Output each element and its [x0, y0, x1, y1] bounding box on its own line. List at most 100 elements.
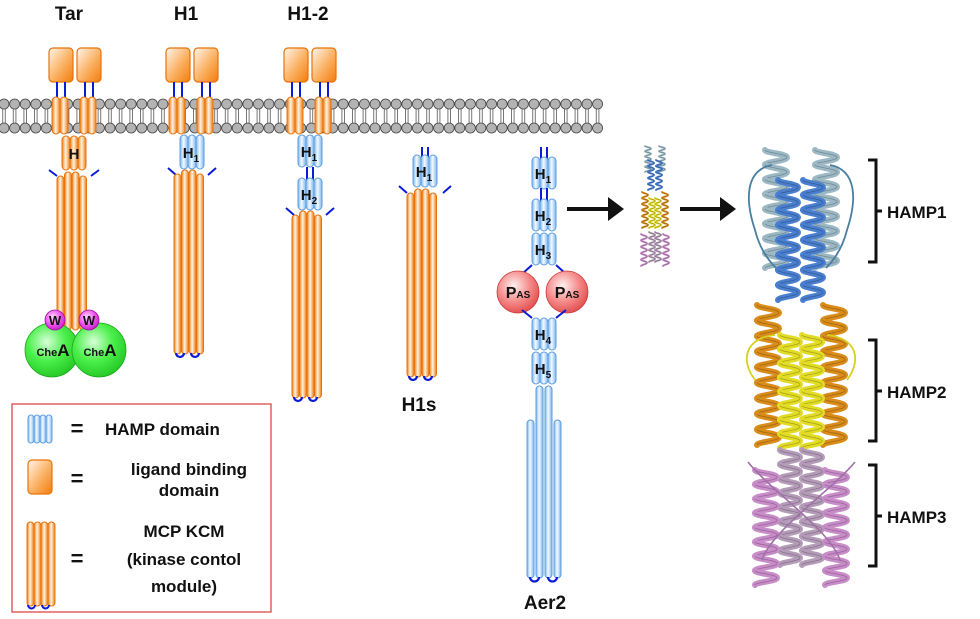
- helix-turn-edge: [801, 348, 823, 364]
- helix-turn: [654, 231, 663, 239]
- helix-turn: [640, 233, 649, 242]
- helix-turn-edge: [658, 150, 666, 157]
- helix-turn-edge: [802, 254, 824, 271]
- helix-turn: [822, 495, 851, 517]
- lipid-head: [475, 122, 487, 134]
- lipid-head: [337, 98, 349, 110]
- helix-turn: [800, 282, 827, 303]
- helix-turn-edge: [655, 171, 663, 179]
- helix-turn-edge: [662, 233, 670, 241]
- hamp-domain-h2: H2: [297, 177, 323, 211]
- hamp-domain-h1: H1: [412, 154, 438, 188]
- transmembrane-helix: [294, 96, 304, 135]
- lipid-head: [0, 122, 10, 134]
- hamp-subscript: 1: [546, 175, 552, 186]
- helix-turn: [648, 237, 657, 245]
- helix-turn: [655, 183, 664, 191]
- lipid-head: [9, 122, 21, 134]
- helix-turn-edge: [648, 237, 656, 245]
- lipid-head: [507, 122, 519, 134]
- helix-turn: [777, 533, 804, 554]
- thumb-hamp3-left: [640, 233, 649, 267]
- helix-turn: [777, 461, 804, 482]
- helix-turn-edge: [779, 463, 801, 480]
- helix-turn: [777, 447, 804, 468]
- kcm-helix: [414, 188, 422, 378]
- lipid-head: [528, 122, 540, 134]
- lipid-head: [464, 122, 476, 134]
- label-hamp1: HAMP1: [887, 203, 947, 222]
- helix-turn-edge: [801, 492, 823, 508]
- chea-kinase: CheA: [71, 322, 127, 378]
- helix-turn: [777, 547, 804, 568]
- hamp2-connector-loop: [826, 334, 857, 381]
- helix-turn-edge: [801, 376, 823, 392]
- lipid-head: [348, 122, 360, 134]
- lipid-head: [518, 122, 529, 134]
- label-hamp2: HAMP2: [887, 383, 947, 402]
- legend-equals-1: =: [71, 416, 84, 441]
- pas-circle: [496, 270, 540, 314]
- helix-turn-edge: [648, 243, 656, 251]
- helix-turn-edge: [764, 208, 788, 225]
- helix-turn-edge: [824, 498, 848, 514]
- helix-turn-edge: [648, 249, 656, 257]
- construct-h1: H1: [165, 47, 219, 359]
- helix-turn: [644, 145, 653, 153]
- lipid-head: [146, 122, 158, 134]
- helix-turn: [799, 402, 826, 423]
- legend-equals-3: =: [71, 546, 84, 571]
- helix-turn: [648, 255, 657, 263]
- lipid-head: [571, 98, 582, 110]
- lipid-head: [454, 98, 466, 110]
- transmembrane-helix: [322, 96, 332, 135]
- helix-turn-edge: [777, 224, 799, 241]
- helix-turn: [820, 410, 849, 433]
- chew-label: W: [83, 313, 96, 328]
- helix-turn: [822, 553, 851, 574]
- helix-turn: [799, 533, 826, 554]
- hamp3-core-helix-right: [799, 447, 826, 568]
- helix-turn: [762, 147, 791, 168]
- helix-turn-edge: [641, 209, 649, 217]
- legend-kcm-label-line1: MCP KCM: [144, 522, 225, 541]
- hamp1-core-helix-left: [775, 177, 802, 303]
- legend-kcm-helix: [26, 521, 35, 607]
- helix-turn: [799, 388, 826, 409]
- helix-turn: [655, 177, 664, 185]
- helix-turn-edge: [654, 243, 662, 251]
- kcm-helix: [526, 419, 535, 579]
- helix-turn: [775, 237, 802, 258]
- helix-turn: [654, 197, 663, 205]
- ligand-binding-domain: [48, 47, 74, 83]
- helix-turn-edge: [644, 156, 652, 162]
- helix-turn-edge: [824, 541, 848, 557]
- lipid-head: [380, 98, 392, 110]
- hamp2-core-helix-right: [799, 332, 826, 451]
- helix-turn-edge: [754, 541, 778, 557]
- transmembrane-helix: [176, 96, 186, 135]
- hamp2-connector-loop: [745, 334, 776, 381]
- hamp-subscript: 1: [312, 153, 318, 164]
- kcm-helix: [64, 171, 72, 331]
- helix-turn: [648, 203, 657, 211]
- helix-turn-edge: [777, 239, 799, 256]
- helix-turn: [822, 524, 851, 545]
- transmembrane-helix: [314, 96, 324, 135]
- lipid-head: [528, 98, 540, 110]
- lipid-head: [443, 122, 455, 134]
- helix-turn: [654, 249, 663, 257]
- helix-turn: [799, 416, 826, 437]
- helix-turn: [752, 481, 781, 502]
- helix-turn: [800, 267, 827, 288]
- helix-turn: [777, 518, 804, 540]
- helix-turn-edge: [822, 351, 846, 368]
- chew-label: W: [49, 313, 62, 328]
- lipid-head: [104, 122, 116, 134]
- helix-turn-edge: [802, 179, 824, 196]
- helix-turn: [820, 395, 849, 417]
- hamp2-outer-helix-left: [754, 302, 783, 448]
- helix-turn: [752, 538, 781, 560]
- helix-turn: [641, 191, 650, 199]
